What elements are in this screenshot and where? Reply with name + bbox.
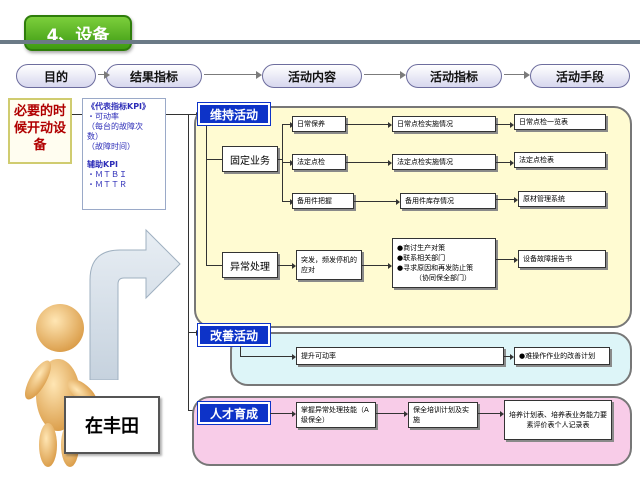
arrow [496, 160, 514, 166]
training-records-box: 培养计划表、培养表业务能力要素评价表个人记录表 [504, 400, 612, 440]
connector [206, 265, 222, 266]
arrow [346, 160, 392, 166]
header-activity: 活动内容 [262, 64, 362, 88]
kpi-line: ・可动率 [87, 112, 119, 121]
kpi-line: ・ＭＴＴＲ [87, 180, 127, 189]
daily-maintenance-box: 日常保养 [292, 116, 346, 132]
header-arrow [204, 71, 262, 79]
talent-development-label: 人才育成 [198, 402, 270, 424]
arrow [270, 411, 296, 417]
arrow [496, 122, 514, 128]
page-title: 4、设备 [24, 15, 132, 51]
purpose-box: 必要的时候开动设备 [8, 98, 72, 164]
kpi-line [87, 152, 161, 160]
legal-inspection-sheet-box: 法定点检表 [514, 152, 606, 168]
failure-report-box: 设备故障报告书 [518, 250, 606, 268]
kpi-line: （故障时间） [87, 142, 135, 151]
sudden-stop-response-box: 突发，频发停机的应对 [296, 250, 362, 280]
header-arrow [504, 71, 530, 79]
abnormal-kpi-line: ●商讨生产对策 [397, 244, 446, 252]
hard-operation-improve-plan-box: ●难操作作业的改善计划 [514, 347, 610, 365]
arrow [282, 160, 294, 166]
abnormal-kpi-box: ●商讨生产对策 ●联系相关部门 ●寻求原因和再发防止策 （协同保全部门） [392, 238, 496, 288]
arrow [478, 411, 504, 417]
legal-inspection-box: 法定点检 [292, 154, 346, 170]
kpi-line: 《代表指标KPI》 [87, 102, 151, 111]
improve-availability-box: 提升可动率 [296, 347, 504, 365]
abnormal-skill-box: 掌握异常处理技能（A级保全） [296, 402, 376, 428]
arrow [282, 199, 294, 205]
arrow [282, 122, 294, 128]
training-plan-box: 保全培训计划及实施 [408, 402, 478, 428]
fixed-business-box: 固定业务 [222, 146, 278, 172]
person-figure-icon [25, 304, 96, 467]
arrow [278, 263, 296, 269]
daily-inspection-list-box: 日常点检一览表 [514, 114, 606, 130]
arrow [240, 354, 296, 360]
header-purpose: 目的 [16, 64, 96, 88]
header-activity-kpi: 活动指标 [406, 64, 502, 88]
abnormal-kpi-line: ●联系相关部门 [397, 254, 446, 262]
kpi-line: （每台的故障次 [87, 122, 143, 131]
maintain-panel [194, 106, 632, 328]
spare-parts-stock-box: 备用件库存情况 [400, 193, 496, 209]
arrow [362, 263, 392, 269]
arrow [376, 411, 408, 417]
arrow [504, 354, 514, 360]
spine-arrow-maintain [188, 112, 200, 118]
toyota-sign: 在丰田 [64, 396, 160, 454]
improve-activity-label: 改善活动 [198, 324, 270, 346]
kpi-connector [166, 114, 188, 115]
header-result-kpi: 结果指标 [106, 64, 202, 88]
kpi-line: 数） [87, 132, 103, 141]
maintain-spine [206, 126, 207, 266]
maintain-activity-label: 维持活动 [198, 103, 270, 125]
fixed-spine [282, 124, 283, 202]
abnormal-handling-box: 异常处理 [222, 252, 278, 278]
daily-inspection-status-box: 日常点检实施情况 [392, 116, 496, 132]
connector [278, 159, 282, 160]
direction-arrow-graphic [89, 228, 181, 380]
header-arrow [364, 71, 406, 79]
result-kpi-box: 《代表指标KPI》 ・可动率 （每台的故障次 数） （故障时间） 辅助KPI ・… [82, 98, 166, 210]
connector [240, 346, 241, 356]
title-divider [0, 40, 640, 44]
purpose-kpi-connector [72, 114, 82, 115]
spare-parts-box: 备用件把握 [292, 193, 354, 209]
arrow [496, 257, 518, 263]
kpi-line: 辅助KPI [87, 160, 119, 169]
abnormal-kpi-line: （协同保全部门） [415, 274, 471, 282]
legal-inspection-status-box: 法定点检实施情况 [392, 154, 496, 170]
arrow [496, 197, 518, 203]
header-activity-means: 活动手段 [530, 64, 630, 88]
main-spine [188, 114, 189, 410]
header-arrow [98, 71, 110, 79]
connector [206, 159, 222, 160]
arrow [354, 199, 400, 205]
arrow [346, 122, 392, 128]
kpi-line: ・ＭＴＢＩ [87, 170, 127, 179]
abnormal-kpi-line: ●寻求原因和再发防止策 [397, 264, 474, 272]
material-system-box: 原材管理系统 [518, 191, 606, 207]
